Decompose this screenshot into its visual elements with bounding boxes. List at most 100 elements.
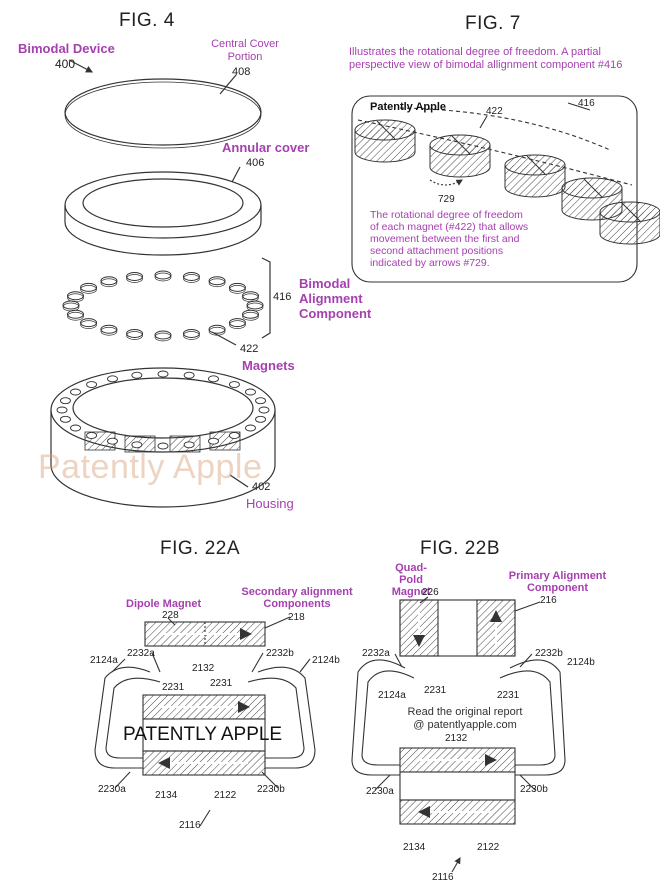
housing-hole: [59, 397, 71, 405]
b-num-2232a: 2232a: [362, 648, 390, 659]
a-num-2124b: 2124b: [312, 655, 340, 666]
housing-hole: [157, 442, 169, 450]
housing-hole: [208, 437, 219, 445]
magnet-disc: [154, 330, 172, 342]
bimodal-device-label: Bimodal Device: [18, 41, 115, 56]
fig7-title: FIG. 7: [465, 13, 521, 34]
housing-hole: [107, 375, 118, 383]
magnet-disc: [241, 291, 259, 303]
num-408: 408: [232, 66, 251, 78]
rotating-magnet: [504, 154, 566, 198]
magnet-disc: [62, 300, 80, 312]
a-num-2132: 2132: [192, 663, 215, 674]
primary-alignment-label: Primary Alignment Component: [508, 570, 607, 594]
magnet-disc: [208, 276, 226, 288]
a-num-2230b: 2230b: [257, 784, 285, 795]
housing-hole: [245, 424, 256, 432]
b-num-2231-left: 2231: [424, 685, 447, 696]
fig7-brand: Patently Apple: [370, 101, 446, 113]
b-num-2124a: 2124a: [378, 690, 406, 701]
magnet-disc: [100, 276, 118, 288]
housing-hole: [70, 424, 81, 432]
fig22a-watermark: PATENTLY APPLE: [123, 724, 283, 745]
magnet-disc: [208, 324, 226, 336]
magnet-disc: [246, 300, 264, 312]
num-416: 416: [273, 291, 292, 303]
b-num-216: 216: [540, 595, 557, 606]
a-num-2232a: 2232a: [127, 648, 155, 659]
b-num-2134: 2134: [403, 842, 426, 853]
a-num-2231-right: 2231: [210, 678, 233, 689]
fig7-drawing: [351, 95, 660, 283]
b-num-2124b: 2124b: [567, 657, 595, 668]
fig22b-title: FIG. 22B: [420, 538, 501, 559]
num-422: 422: [240, 343, 259, 355]
annular-cover-label: Annular cover: [222, 140, 310, 155]
num-406: 406: [246, 157, 265, 169]
dipole-magnet-label: Dipole Magnet: [126, 598, 202, 610]
magnet-disc: [126, 329, 144, 340]
magnet-disc: [182, 271, 200, 283]
central-cover-label: Central Cover Portion: [211, 38, 279, 63]
magnet-disc: [154, 270, 172, 282]
bimodal-alignment-label: Bimodal Alignment Component: [299, 276, 372, 321]
a-num-2231-left: 2231: [162, 682, 185, 693]
b-num-226: 226: [422, 587, 439, 598]
rotating-magnet: [354, 119, 416, 163]
rotating-magnet: [599, 201, 660, 245]
a-num-2232b: 2232b: [266, 648, 294, 659]
fig7-frame: [351, 95, 638, 283]
a-num-2230a: 2230a: [98, 784, 126, 795]
housing-hole: [255, 397, 267, 405]
a-num-2134: 2134: [155, 790, 178, 801]
b-num-2232b: 2232b: [535, 648, 563, 659]
housing-hole: [131, 371, 143, 379]
housing-drawing: [50, 367, 276, 508]
fig7-description: Illustrates the rotational degree of fre…: [349, 46, 623, 71]
fig7-caption: The rotational degree of freedom of each…: [370, 209, 529, 269]
b-num-2230b: 2230b: [520, 784, 548, 795]
read-report-line2: @ patentlyapple.com: [413, 719, 517, 731]
b-num-2230a: 2230a: [366, 786, 394, 797]
central-cover-disc: [64, 78, 262, 146]
housing-hole: [131, 441, 143, 449]
fig22b-drawing: [351, 596, 566, 873]
magnets-label: Magnets: [242, 358, 295, 373]
a-num-218: 218: [288, 612, 305, 623]
fig4-watermark: Patently Apple: [38, 448, 263, 486]
housing-hole: [208, 375, 219, 383]
a-num-228: 228: [162, 610, 179, 621]
housing-hole: [245, 388, 256, 396]
a-num-2122: 2122: [214, 790, 237, 801]
magnet-disc: [126, 271, 144, 283]
fig4-title: FIG. 4: [119, 10, 175, 31]
housing-hole: [258, 406, 270, 414]
fig7-num-729: 729: [438, 194, 455, 205]
magnet-disc: [67, 291, 85, 303]
b-num-2132: 2132: [445, 733, 468, 744]
housing-hole: [86, 432, 98, 439]
magnet-disc: [182, 329, 200, 340]
housing-hole: [183, 371, 195, 379]
magnet-disc: [67, 309, 85, 321]
fig7-num-422: 422: [486, 106, 503, 117]
housing-hole: [107, 437, 118, 445]
housing-hole: [183, 441, 195, 449]
b-num-2231-right: 2231: [497, 690, 520, 701]
annular-cover-ring: [64, 171, 262, 239]
a-num-2124a: 2124a: [90, 655, 118, 666]
fig7-num-416: 416: [578, 98, 595, 109]
magnet-ring: [62, 270, 264, 342]
housing-hole: [255, 415, 267, 423]
housing-hole: [59, 415, 71, 423]
housing-hole: [86, 381, 98, 388]
fig22a-title: FIG. 22A: [160, 538, 241, 559]
housing-hole: [70, 388, 81, 396]
housing-hole: [157, 370, 169, 378]
a-num-2116: 2116: [179, 820, 201, 831]
housing-hole: [228, 432, 240, 439]
magnet-disc: [241, 309, 259, 321]
housing-hole: [56, 406, 68, 414]
secondary-alignment-label: Secondary alignment Components: [241, 586, 353, 610]
